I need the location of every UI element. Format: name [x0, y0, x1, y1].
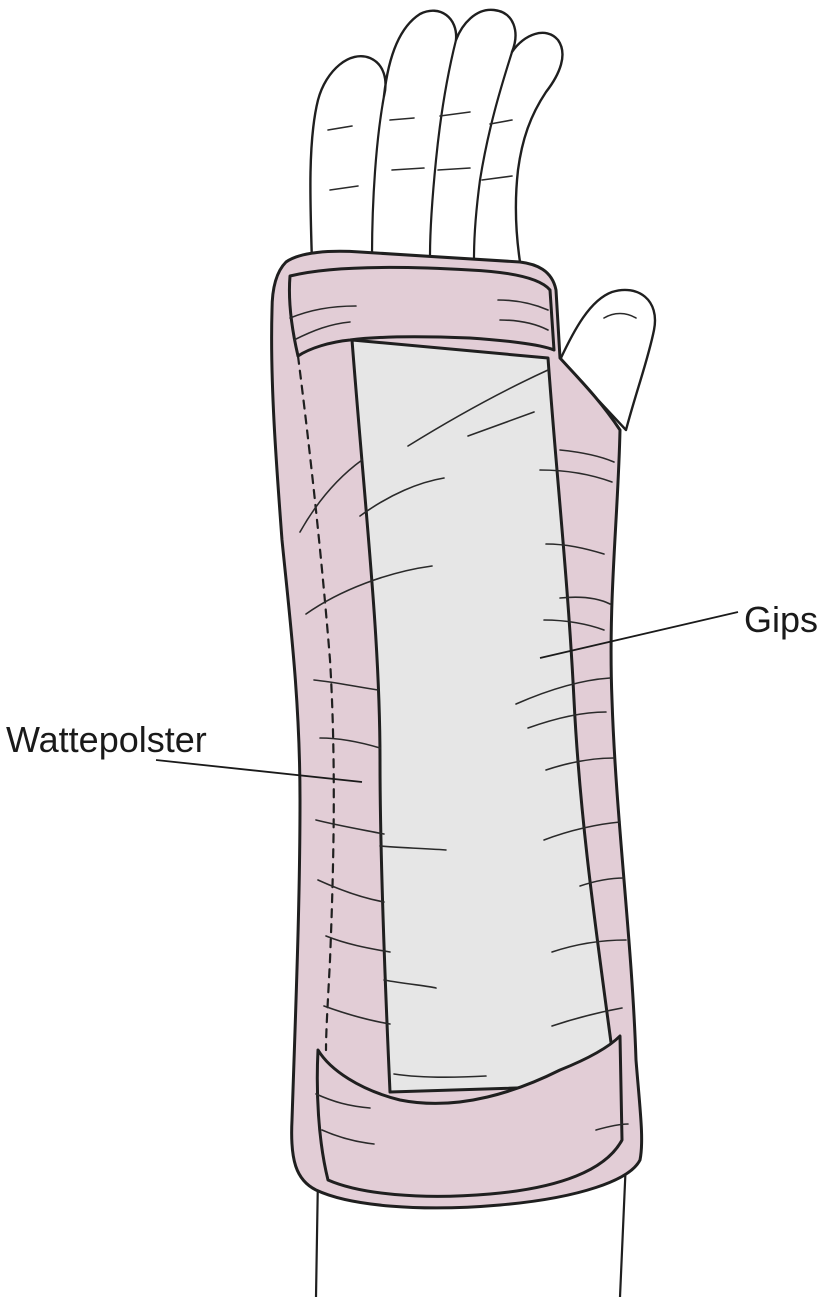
cast-leader-line [539, 611, 739, 659]
bandage-wrap-lines [289, 299, 629, 1145]
padding-leader-line [155, 759, 363, 783]
cast-label: Gips [744, 599, 818, 640]
cast-slab [350, 338, 614, 1094]
padding-seam-line [296, 354, 335, 1052]
padding-label: Wattepolster [6, 719, 207, 760]
padding-bottom-cuff [315, 1034, 624, 1198]
forearm [314, 1158, 628, 1297]
hand [309, 8, 564, 264]
